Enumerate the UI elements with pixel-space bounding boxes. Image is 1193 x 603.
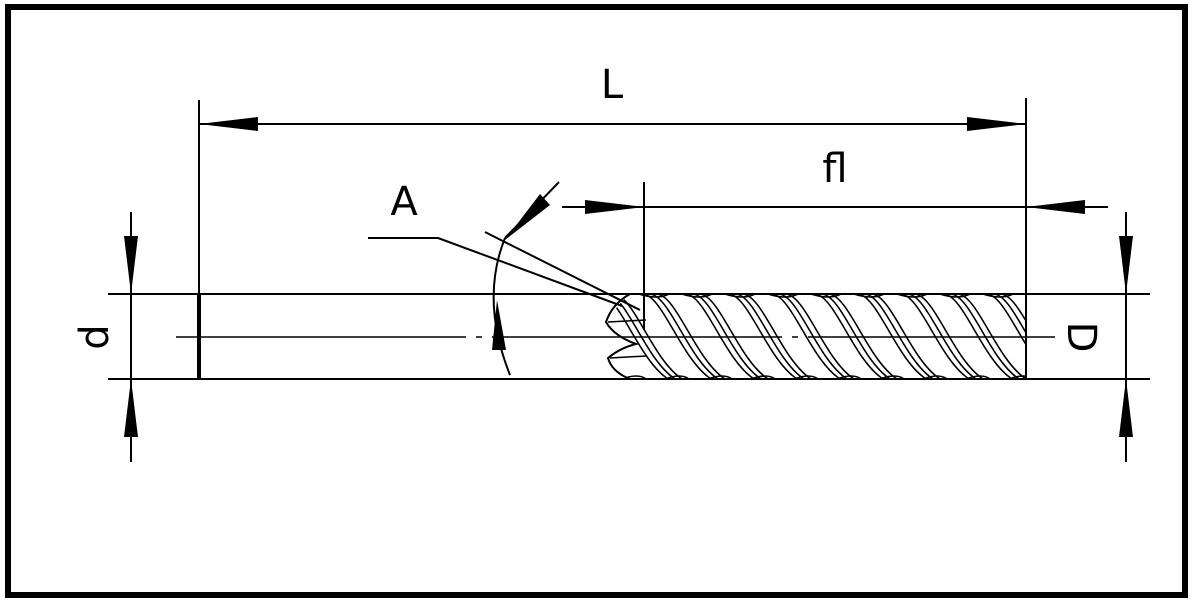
flute-helix-line <box>785 294 855 379</box>
helical-flutes <box>606 294 1026 379</box>
overall-length-dimension: L <box>198 62 1026 294</box>
flute-land <box>982 294 1014 298</box>
arrowhead-right <box>967 117 1026 131</box>
flute-lip <box>1008 375 1026 379</box>
flute-land <box>810 294 842 298</box>
helix-angle-label: A <box>390 179 418 225</box>
flute-tip-edge-lower <box>609 355 647 359</box>
flute-helix-line <box>742 294 812 379</box>
drawing-frame <box>5 4 1188 598</box>
flute-lip <box>707 375 733 379</box>
flute-lip <box>836 375 862 379</box>
helix-angle-dimension: A <box>368 179 641 376</box>
flute-helix-line <box>871 294 941 379</box>
cutting-diameter-label: D <box>1058 322 1104 353</box>
flute-lip <box>879 375 905 379</box>
arrowhead-d-bottom <box>124 379 138 437</box>
flute-lip <box>750 375 776 379</box>
arrowhead-fl-left <box>585 200 644 214</box>
flute-lip <box>664 375 690 379</box>
flute-lip <box>793 375 819 379</box>
helix-reference-line <box>484 231 641 311</box>
flute-land <box>638 294 670 298</box>
flute-land <box>724 294 756 298</box>
flute-helix-line <box>957 294 1026 379</box>
flute-length-dimension: fl <box>562 146 1108 214</box>
arrowhead-d-top <box>124 236 138 294</box>
arrowhead-D-top <box>1119 236 1133 294</box>
flute-lip <box>965 375 991 379</box>
flute-land <box>896 294 928 298</box>
flute-land <box>939 294 971 298</box>
flute-land <box>767 294 799 298</box>
flute-tip-outline <box>604 293 640 380</box>
flute-land <box>853 294 885 298</box>
flute-helix-line <box>699 294 769 379</box>
arrowhead-left <box>199 117 258 131</box>
flute-helix-line <box>828 294 898 379</box>
flute-helix-line <box>1000 294 1026 379</box>
flute-helix-line <box>914 294 984 379</box>
flute-lip <box>922 375 948 379</box>
flute-length-label: fl <box>822 146 847 192</box>
helix-angle-arc <box>492 237 511 376</box>
flute-tip-edge-upper <box>607 319 647 323</box>
arrowhead-D-bottom <box>1119 379 1133 437</box>
helix-leader-diagonal <box>437 237 623 307</box>
flute-land <box>681 294 713 298</box>
shank-diameter-label: d <box>72 324 118 349</box>
end-mill-body <box>108 98 1150 380</box>
shank-diameter-dimension: d <box>72 212 138 462</box>
overall-length-label: L <box>601 62 624 108</box>
arrowhead-fl-right <box>1026 200 1085 214</box>
flute-helix-line <box>656 294 726 379</box>
cutting-diameter-dimension: D <box>1058 212 1133 462</box>
arrowhead-angle-top <box>505 194 550 240</box>
arrowhead-angle-bottom <box>492 300 506 350</box>
